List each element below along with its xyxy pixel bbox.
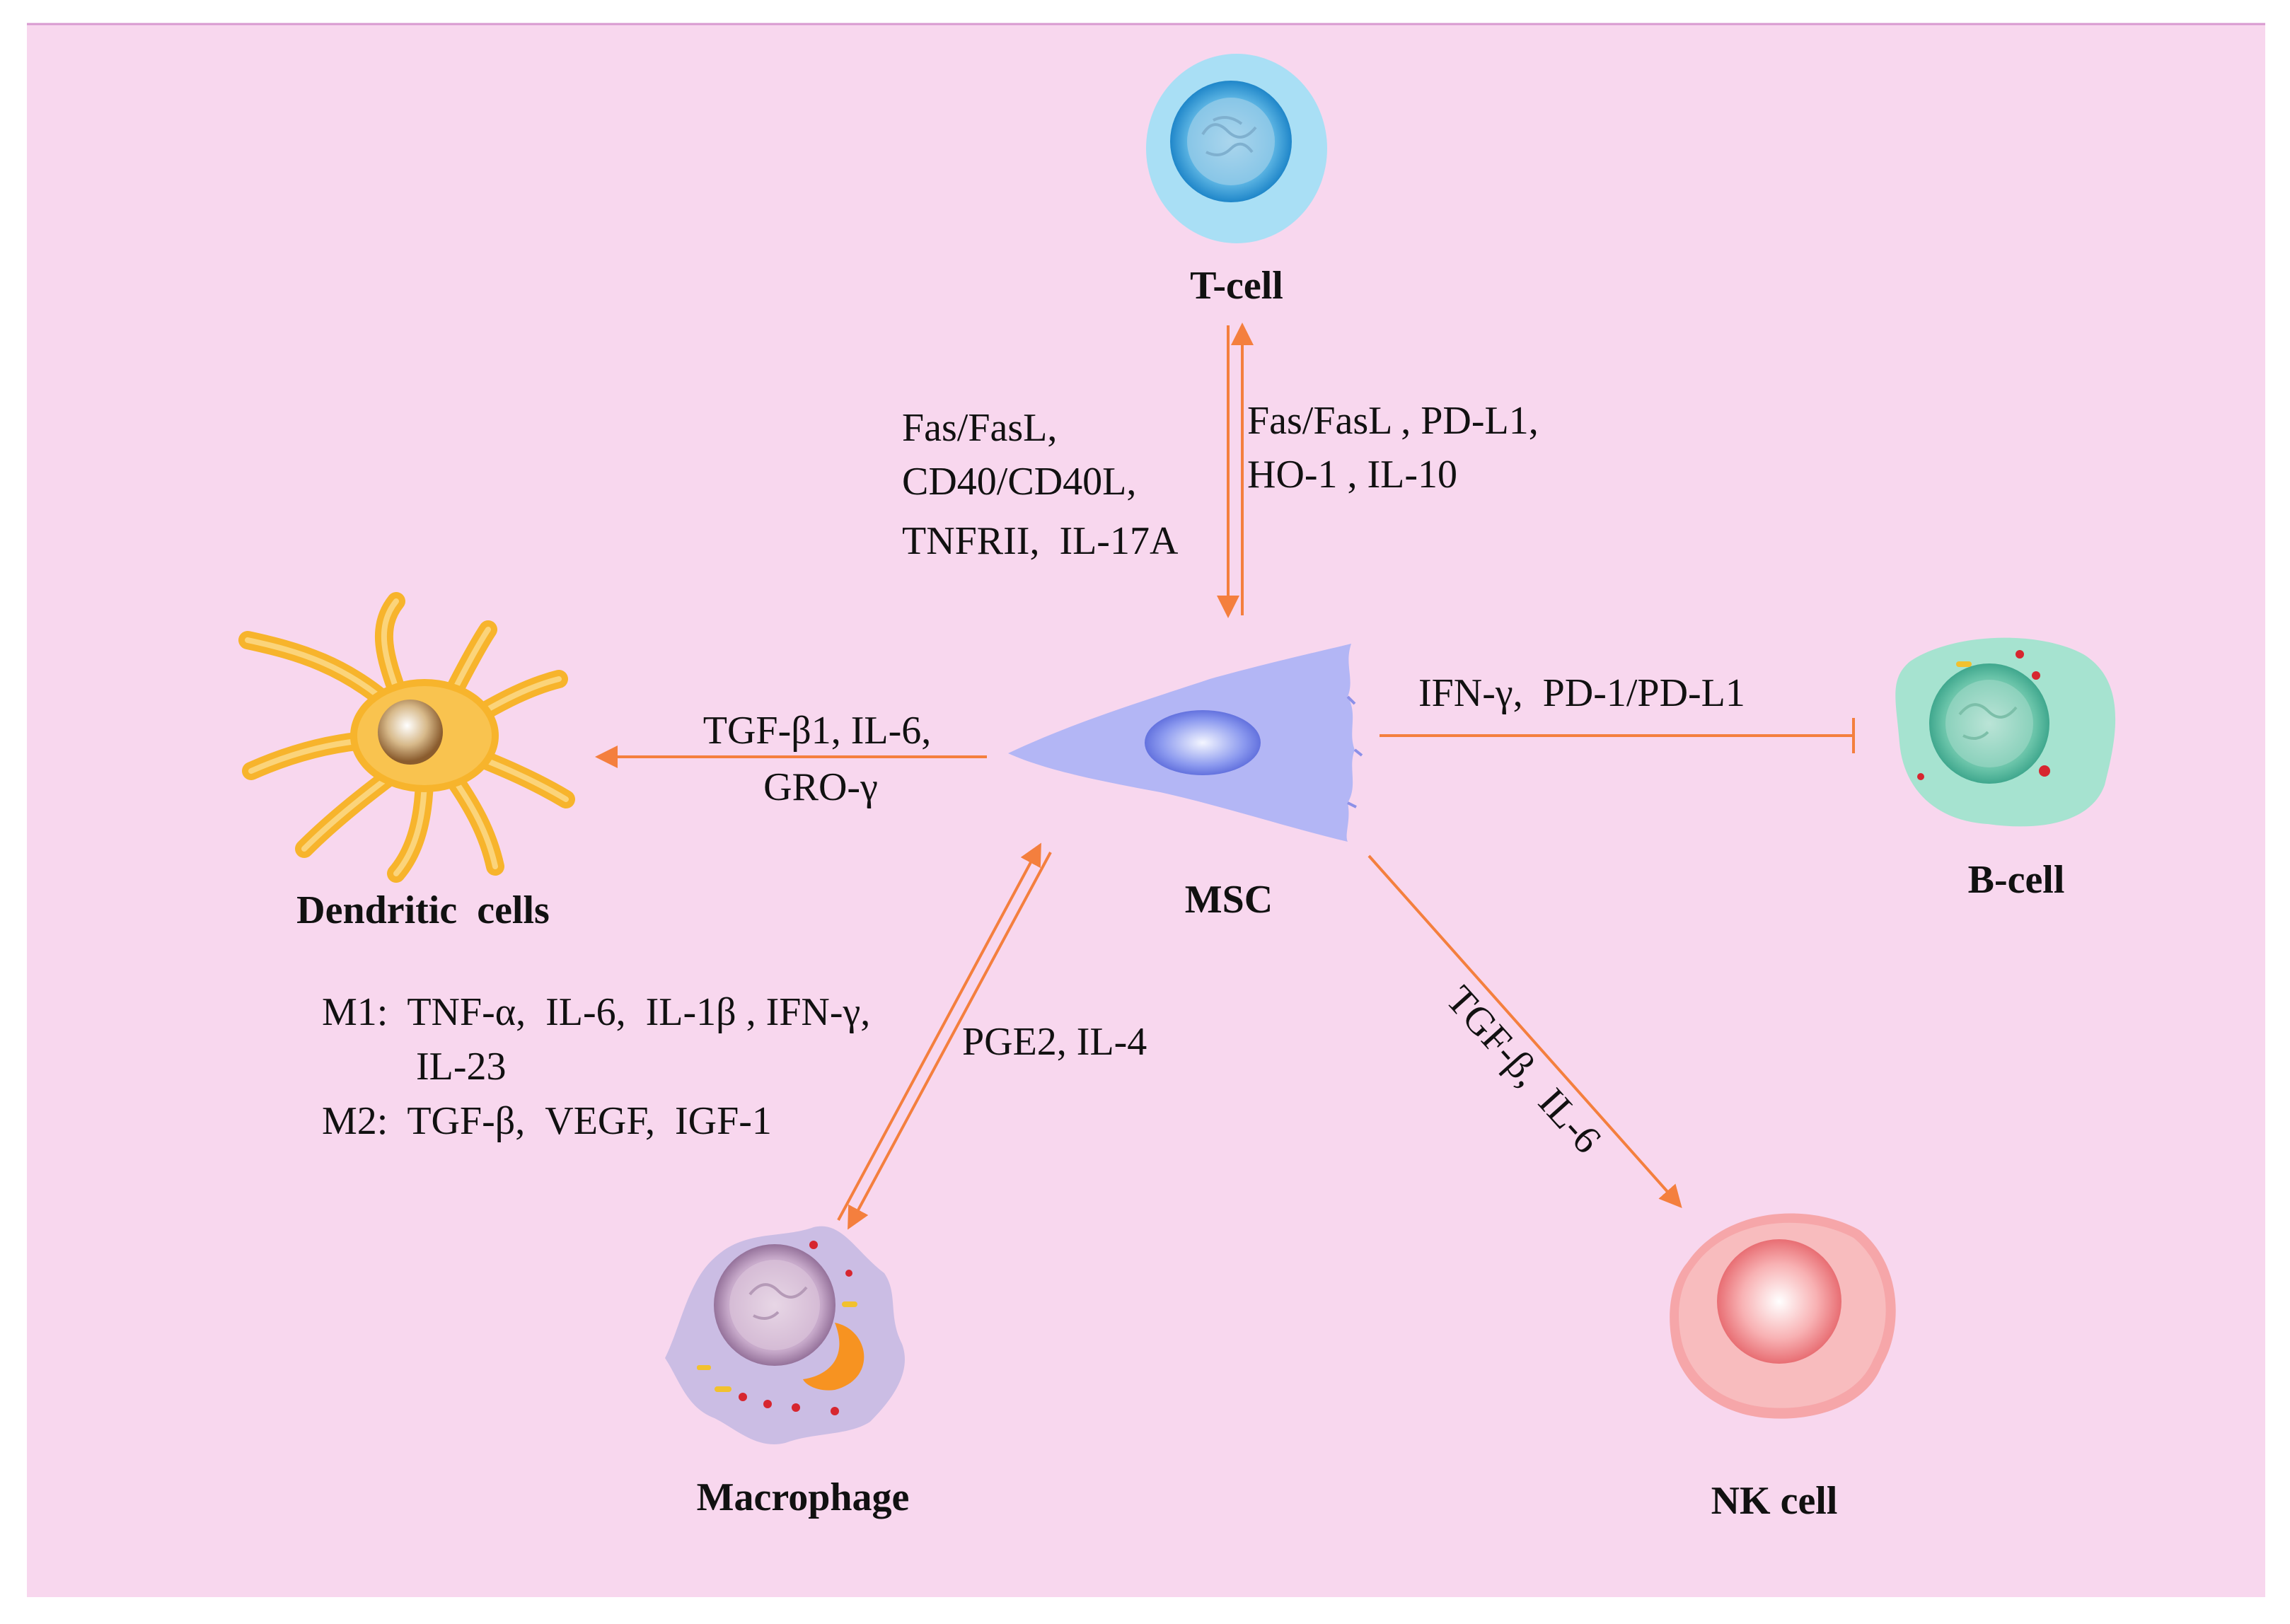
t-to-msc-line-3: TNFRII, IL-17A [902,519,1179,563]
macrophage-m2-label: M2: TGF-β, VEGF, IGF-1 [322,1099,772,1143]
msc-label: MSC [1184,878,1273,922]
t-cell-graphic [1146,54,1327,243]
dendritic-cell-graphic [238,592,575,883]
nk-cell-label: NK cell [1711,1479,1838,1523]
msc-to-t-line-1: Fas/FasL , PD-L1, [1247,399,1539,443]
msc-graphic [1008,644,1363,842]
t-cell-label: T-cell [1190,264,1283,308]
msc-to-macrophage-label: PGE2, IL-4 [962,1020,1147,1064]
msc-to-dc-line-1: TGF-β1, IL-6, [702,709,932,753]
macrophage-graphic [665,1226,905,1444]
arrow-msc-to-nkcell [1367,854,1682,1208]
diagram-background [27,24,2265,1597]
b-cell-graphic [1895,637,2116,827]
dendritic-cells-label: Dendritic cells [296,888,550,932]
macrophage-m1-cont-label: IL-23 [416,1045,507,1089]
msc-to-b-label: IFN-γ, PD-1/PD-L1 [1418,671,1745,715]
arrows [595,323,1855,1230]
macrophage-label: Macrophage [696,1475,910,1519]
t-to-msc-line-1: Fas/FasL, [902,406,1058,450]
arrow-msc-to-macrophage [848,852,1052,1230]
msc-to-dc-line-2: GRO-γ [763,765,878,809]
arrow-macrophage-to-msc [837,842,1041,1221]
b-cell-label: B-cell [1967,858,2065,902]
t-to-msc-line-2: CD40/CD40L, [902,460,1137,504]
msc-to-t-line-2: HO-1 , IL-10 [1247,453,1458,497]
nk-cell-graphic [1670,1213,1896,1419]
macrophage-m1-label: M1: TNF-α, IL-6, IL-1β , IFN-γ, [322,990,871,1034]
